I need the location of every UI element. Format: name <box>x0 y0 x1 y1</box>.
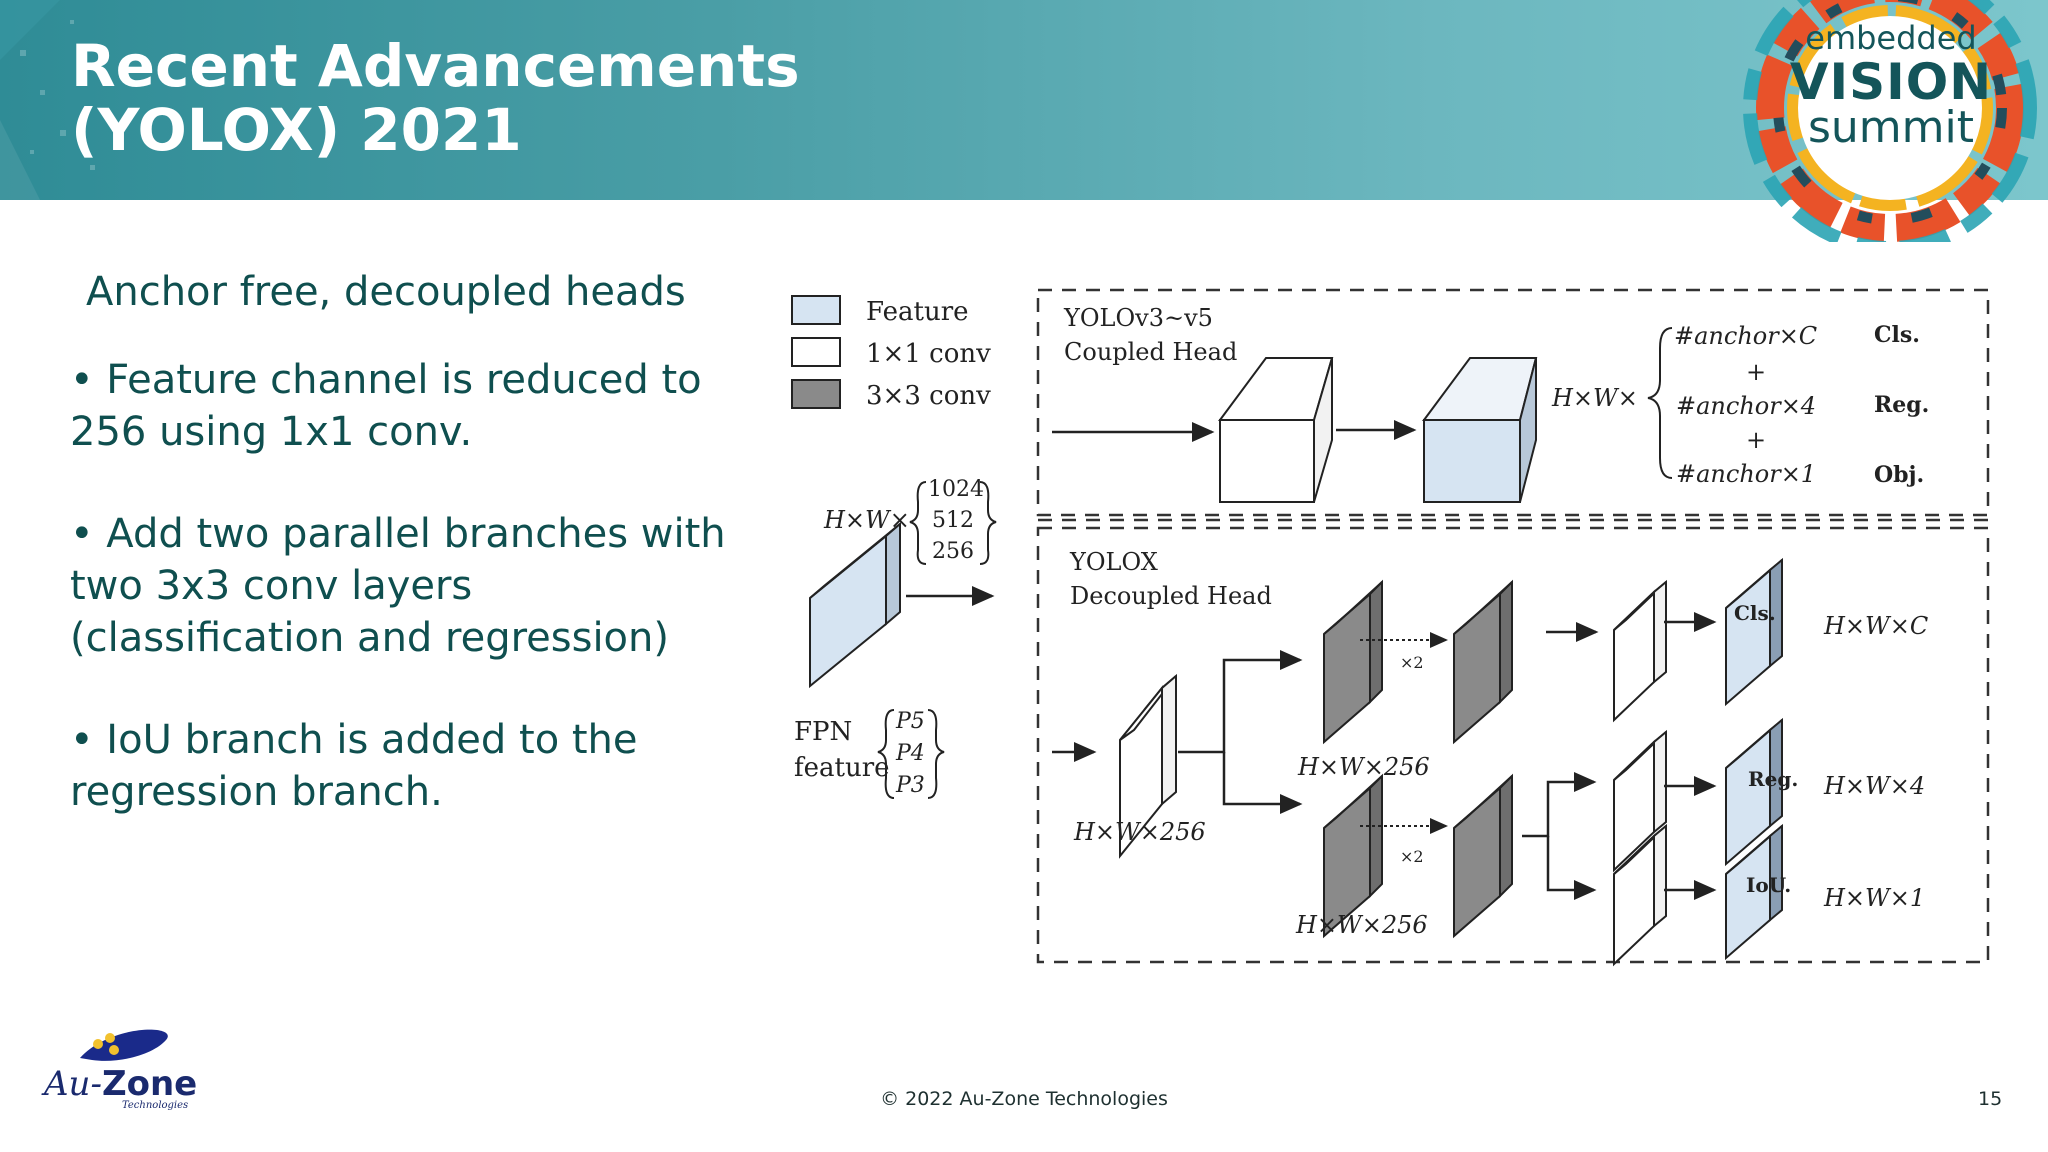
coupled-output-reg: Reg. <box>1874 392 1929 418</box>
coupled-feature-block <box>1422 357 1538 503</box>
embedded-vision-summit-logo <box>1743 0 2037 242</box>
decoupled-1x1-conv-block <box>1119 673 1177 859</box>
fpn-label-1: FPN <box>794 717 852 747</box>
cls-branch-1x1-conv <box>1613 579 1667 723</box>
input-channel-256: 256 <box>932 539 974 564</box>
dims-256-label-1: H×W×256 <box>1073 818 1206 846</box>
slide-body: Anchor free, decoupled heads • Feature c… <box>70 268 750 868</box>
fpn-label-2: feature <box>794 753 890 783</box>
fpn-level-p3: P3 <box>895 773 925 798</box>
legend-feature-label: Feature <box>866 297 969 327</box>
legend-1x1-swatch <box>791 337 841 367</box>
decoupled-head-box <box>1036 526 1990 964</box>
coupled-term-cls: #anchor×C <box>1674 322 1817 350</box>
au-zone-logo-mark <box>80 1029 168 1061</box>
brand-subtitle: Technologies <box>122 1100 189 1111</box>
legend-1x1-label: 1×1 conv <box>866 339 991 369</box>
decoupled-dims-4: H×W×4 <box>1823 772 1925 800</box>
legend-feature-swatch <box>791 295 841 325</box>
reg-branch-3x3-conv-2 <box>1453 773 1513 939</box>
input-channel-1024: 1024 <box>928 477 984 502</box>
logo-line-2: VISION <box>1789 53 1993 111</box>
reg-branch-3x3-conv-1 <box>1323 773 1383 939</box>
decoupled-output-cls: Cls. <box>1734 601 1776 625</box>
coupled-output-obj: Obj. <box>1874 462 1924 488</box>
input-dims-label: H×W× <box>823 506 910 534</box>
logo-text: embedded VISION summit <box>1776 19 2006 153</box>
coupled-term-reg: #anchor×4 <box>1676 392 1816 420</box>
slide-header: Recent Advancements (YOLOX) 2021 <box>0 0 2048 200</box>
coupled-1x1-conv-block <box>1218 357 1334 503</box>
input-feature-block <box>809 521 901 689</box>
fpn-level-p4: P4 <box>895 741 925 766</box>
legend-3x3-label: 3×3 conv <box>866 381 991 411</box>
coupled-title-2: Coupled Head <box>1064 338 1237 366</box>
decoupled-title-1: YOLOX <box>1069 548 1158 576</box>
iou-branch-1x1-conv <box>1613 823 1667 967</box>
reg-output-block <box>1725 717 1783 867</box>
slide-title: Recent Advancements (YOLOX) 2021 <box>71 34 800 162</box>
brand-au: Au- <box>44 1064 102 1104</box>
cls-branch-3x3-conv-1 <box>1323 579 1383 745</box>
coupled-title-1: YOLOv3~v5 <box>1063 304 1213 332</box>
coupled-dims-label: H×W× <box>1551 384 1638 412</box>
coupled-term-obj: #anchor×1 <box>1676 460 1816 488</box>
coupled-plus-2: + <box>1746 426 1766 454</box>
title-line-2: (YOLOX) 2021 <box>71 96 522 164</box>
reg-branch-1x1-conv <box>1613 729 1667 873</box>
slide-subtitle: Anchor free, decoupled heads <box>86 269 686 315</box>
decoupled-output-iou: IoU. <box>1746 873 1791 897</box>
repeat-label-1: ×2 <box>1400 653 1424 672</box>
cls-output-block <box>1725 557 1783 707</box>
input-channel-512: 512 <box>932 508 974 533</box>
decoupled-output-reg: Reg. <box>1748 767 1798 791</box>
repeat-label-2: ×2 <box>1400 847 1424 866</box>
yolox-head-diagram: Feature 1×1 conv 3×3 conv H×W× 1024 512 … <box>791 288 1990 967</box>
decoupled-dims-c: H×W×C <box>1823 612 1928 640</box>
brand-name: Au-Zone <box>44 1064 197 1104</box>
legend-3x3-swatch <box>791 379 841 409</box>
decoupled-dims-1: H×W×1 <box>1823 884 1925 912</box>
header-decoration <box>0 0 95 200</box>
logo-line-1: embedded <box>1805 19 1977 57</box>
dims-256-label-3: H×W×256 <box>1295 911 1428 939</box>
dims-256-label-2: H×W×256 <box>1297 753 1430 781</box>
bullet-iou-branch: • IoU branch is added to the regression … <box>70 717 638 815</box>
cls-branch-3x3-conv-2 <box>1453 579 1513 745</box>
copyright-text: © 2022 Au-Zone Technologies <box>880 1088 1168 1110</box>
fpn-level-p5: P5 <box>895 709 925 734</box>
bullet-parallel-branches: • Add two parallel branches with two 3x3… <box>70 511 726 661</box>
bullet-feature-channel: • Feature channel is reduced to 256 usin… <box>70 357 702 455</box>
decoupled-title-2: Decoupled Head <box>1070 582 1272 610</box>
iou-output-block <box>1725 823 1783 961</box>
coupled-head-box <box>1036 288 1990 517</box>
logo-line-3: summit <box>1807 102 1974 153</box>
brand-zone: Zone <box>101 1064 198 1104</box>
coupled-output-cls: Cls. <box>1874 322 1920 348</box>
coupled-plus-1: + <box>1746 358 1766 386</box>
title-line-1: Recent Advancements <box>71 32 800 100</box>
page-number: 15 <box>1978 1088 2003 1110</box>
